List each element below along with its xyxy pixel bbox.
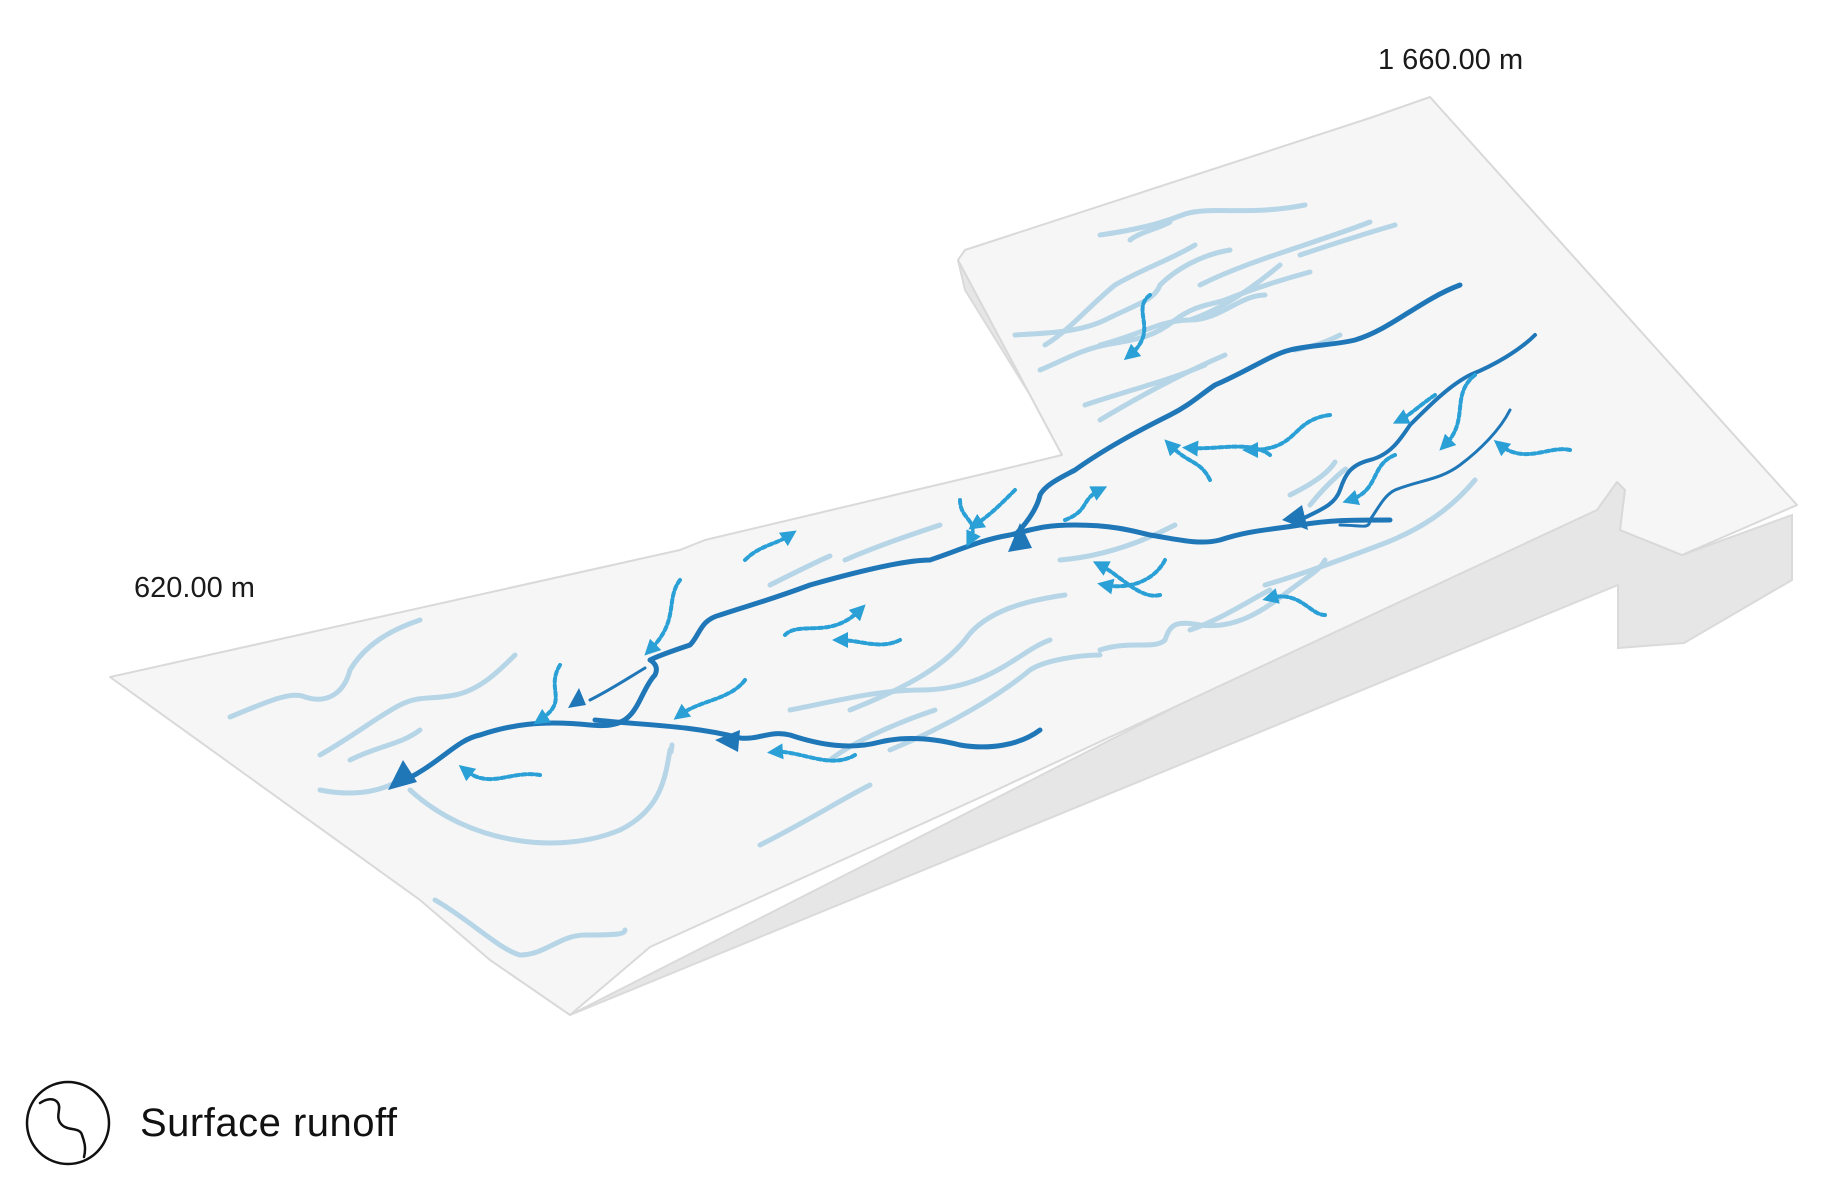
main-stream-south-branch bbox=[592, 717, 1043, 750]
legend-label: Surface runoff bbox=[140, 1100, 398, 1145]
arrowhead-north-confluence bbox=[1008, 523, 1032, 552]
main-stream-north-branch bbox=[1012, 282, 1463, 538]
main-stream-upper-confluence bbox=[588, 666, 647, 702]
terrain-top-surface bbox=[109, 96, 1798, 1016]
overland-flow-arrows bbox=[458, 293, 1572, 782]
stream-arrowheads bbox=[388, 505, 1308, 790]
arrowhead-west-confluence bbox=[568, 688, 586, 708]
main-stream-trunk bbox=[392, 517, 1393, 788]
arrowhead-south-branch bbox=[715, 730, 740, 752]
main-streams bbox=[392, 282, 1537, 788]
minor-channels bbox=[227, 202, 1478, 958]
main-stream-east-tributary bbox=[1338, 408, 1512, 528]
arrowhead-outlet bbox=[388, 760, 417, 790]
elevation-low-label: 620.00 m bbox=[134, 572, 255, 604]
legend: Surface runoff bbox=[24, 1078, 398, 1168]
main-stream-northeast-branch bbox=[1298, 333, 1537, 522]
arrowhead-east-confluence bbox=[1282, 505, 1308, 530]
elevation-high-label: 1 660.00 m bbox=[1378, 44, 1524, 76]
surface-runoff-icon bbox=[25, 1080, 111, 1166]
